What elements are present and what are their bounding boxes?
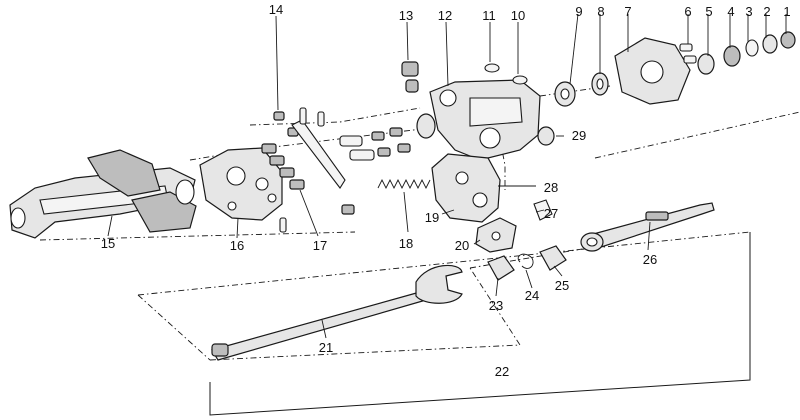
part-21-shift-rod xyxy=(211,264,463,361)
callout-4: 4 xyxy=(727,4,734,19)
part-20-bracket xyxy=(475,217,517,253)
part-15-steering-column xyxy=(9,149,197,239)
callout-20: 20 xyxy=(455,238,469,253)
callout-7: 7 xyxy=(624,4,631,19)
part-8-9-bushings xyxy=(554,72,609,107)
callout-14: 14 xyxy=(269,2,283,17)
callout-19: 19 xyxy=(425,210,439,225)
part-16-cover-plate xyxy=(199,147,283,221)
callout-leader-lines xyxy=(107,13,787,339)
part-19-block xyxy=(431,153,501,223)
callout-labels: 1 2 3 4 5 6 7 8 9 10 11 12 13 14 15 16 1… xyxy=(101,2,791,379)
part-17-bolts xyxy=(261,127,305,233)
part-18-spring xyxy=(377,178,431,190)
callout-5: 5 xyxy=(705,4,712,19)
callout-16: 16 xyxy=(230,238,244,253)
callout-27: 27 xyxy=(544,206,558,221)
part-7-end-housing xyxy=(614,37,691,105)
callout-23: 23 xyxy=(489,298,503,313)
callout-12: 12 xyxy=(438,8,452,23)
callout-28: 28 xyxy=(544,180,558,195)
part-14-pin-and-lever xyxy=(273,107,355,215)
callout-13: 13 xyxy=(399,8,413,23)
callout-18: 18 xyxy=(399,236,413,251)
part-10-11-o-rings xyxy=(484,63,528,85)
callout-6: 6 xyxy=(684,4,691,19)
part-26-shaft xyxy=(580,202,715,252)
callout-1: 1 xyxy=(783,4,790,19)
part-12-main-housing xyxy=(339,61,541,161)
part-25-clip xyxy=(539,245,567,271)
callout-24: 24 xyxy=(525,288,539,303)
assembly-bracket-frame xyxy=(209,232,751,416)
callout-22: 22 xyxy=(495,364,509,379)
part-1-6-end-parts xyxy=(679,31,796,75)
part-23-clip xyxy=(487,255,515,281)
callout-11: 11 xyxy=(482,8,496,23)
callout-8: 8 xyxy=(597,4,604,19)
callout-21: 21 xyxy=(319,340,333,355)
callout-2: 2 xyxy=(763,4,770,19)
callout-25: 25 xyxy=(555,278,569,293)
callout-9: 9 xyxy=(575,4,582,19)
callout-26: 26 xyxy=(643,252,657,267)
part-29-bushing xyxy=(537,126,555,146)
callout-29: 29 xyxy=(572,128,586,143)
part-24-circlip xyxy=(517,253,534,269)
callout-3: 3 xyxy=(745,4,752,19)
callout-17: 17 xyxy=(313,238,327,253)
callout-15: 15 xyxy=(101,236,115,251)
callout-10: 10 xyxy=(511,8,525,23)
